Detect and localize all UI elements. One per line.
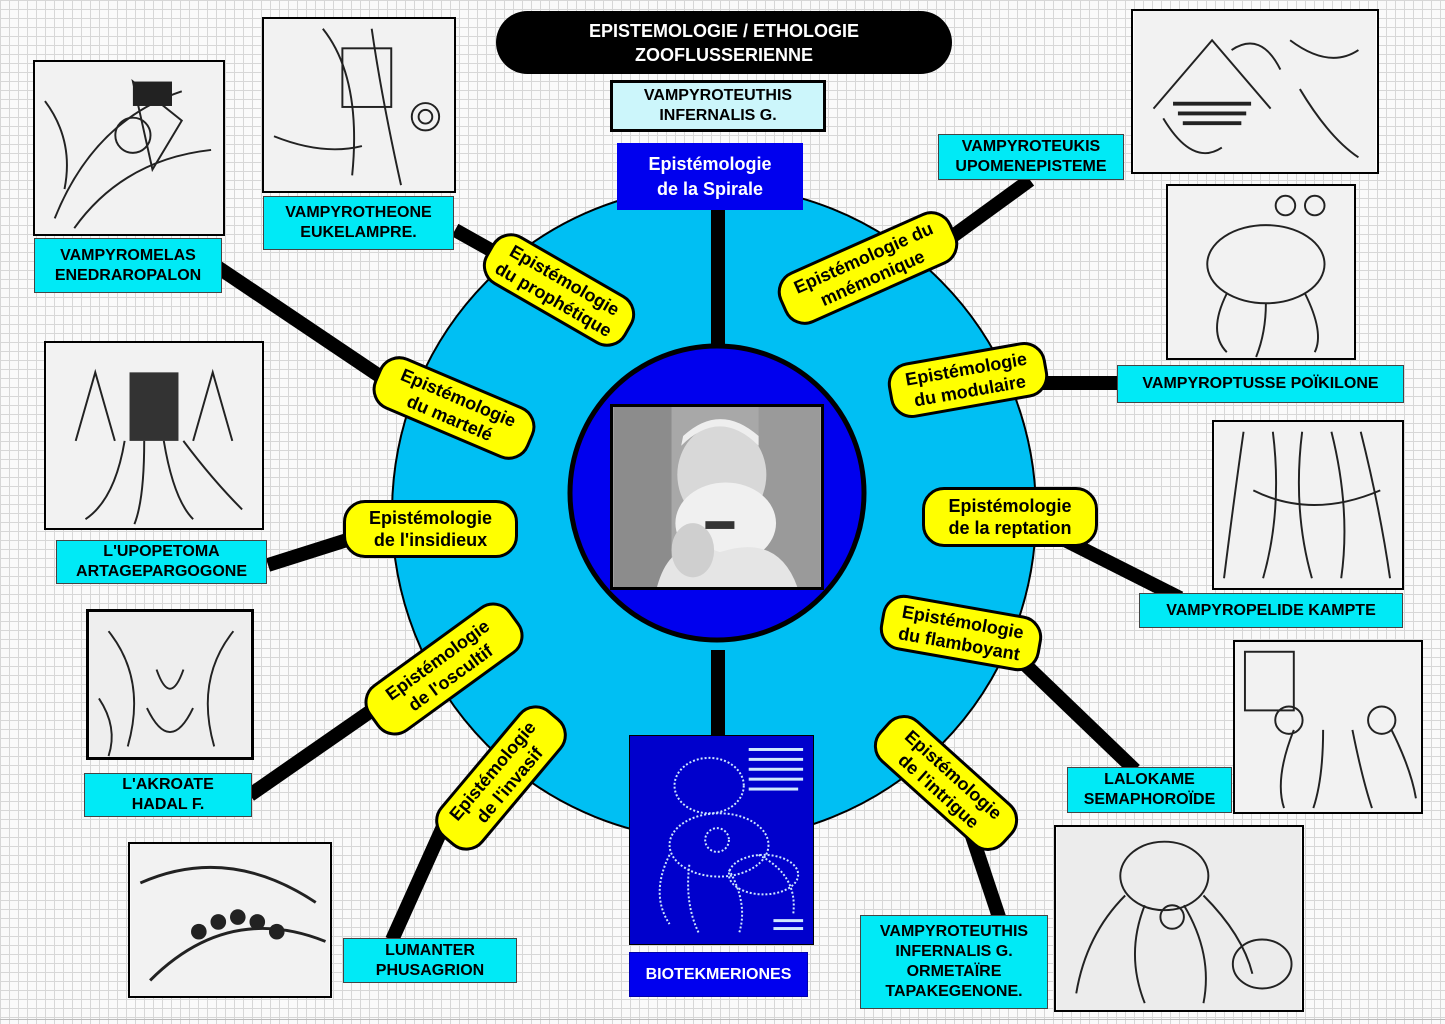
label-vampyromelas: VAMPYROMELAS ENEDRAROPALON	[34, 238, 222, 293]
sketch-drawing-2	[262, 17, 456, 193]
octopus-sketch-icon	[1214, 422, 1402, 588]
node-line: de la Spirale	[656, 178, 764, 199]
octopus-sketch-icon	[1168, 186, 1354, 358]
pill-line: de l'insidieux	[373, 530, 488, 550]
label-lumanter: LUMANTER PHUSAGRION	[343, 938, 517, 983]
label-top-vampyroteuthis: VAMPYROTEUTHIS INFERNALIS G.	[610, 80, 826, 132]
octopus-cover-icon	[630, 736, 813, 944]
title-line2: ZOOFLUSSERIENNE	[634, 44, 813, 65]
sketch-drawing-8	[1212, 420, 1404, 590]
label-line: VAMPYROMELAS	[60, 246, 196, 264]
portrait-photo	[610, 404, 824, 590]
label-line: EUKELAMPRE.	[300, 224, 417, 241]
label-line: L'AKROATE	[122, 776, 214, 793]
title-line1: EPISTEMOLOGIE / ETHOLOGIE	[588, 20, 860, 41]
label-line: LALOKAME	[1104, 771, 1195, 788]
label-line: L'UPOPETOMA	[103, 543, 220, 560]
octopus-sketch-icon	[1235, 642, 1421, 812]
label-line: SEMAPHOROÏDE	[1083, 791, 1216, 808]
node-line: Epistémologie	[648, 153, 772, 174]
label-line: HADAL F.	[131, 796, 205, 813]
pill-reptation: Epistémologie de la reptation	[922, 487, 1098, 547]
octopus-sketch-icon	[35, 62, 223, 234]
sketch-drawing-3	[44, 341, 264, 530]
sketch-drawing-1	[33, 60, 225, 236]
label-line: VAMPYROPELIDE KAMPTE	[1166, 601, 1376, 619]
label-biotekmeriones: BIOTEKMERIONES	[629, 952, 808, 997]
label-line: INFERNALIS G.	[659, 107, 777, 124]
label-line: VAMPYROTEUTHIS	[879, 923, 1029, 940]
sketch-drawing-6	[1131, 9, 1379, 174]
label-line: ARTAGEPARGOGONE	[76, 563, 247, 580]
label-line: INFERNALIS G.	[895, 943, 1013, 960]
label-line: ORMETAÏRE	[906, 963, 1002, 980]
label-line: VAMPYROTHEONE	[285, 204, 432, 221]
pill-line: de la reptation	[948, 518, 1072, 538]
octopus-sketch-icon	[1056, 827, 1302, 1010]
label-line: UPOMENEPISTEME	[955, 158, 1107, 175]
octopus-sketch-icon	[89, 612, 251, 757]
label-line: VAMPYROTEUTHIS	[643, 87, 793, 104]
portrait-image-icon	[613, 407, 821, 587]
label-upomenepisteme: VAMPYROTEUKIS UPOMENEPISTEME	[938, 134, 1124, 180]
label-line: ENEDRAROPALON	[54, 266, 202, 284]
label-line: TAPAKEGENONE.	[885, 983, 1023, 1000]
label-line: PHUSAGRION	[375, 961, 485, 979]
pill-line: Epistémologie	[368, 508, 493, 528]
bottom-scroll-indicator	[0, 1019, 1445, 1020]
label-line: VAMPYROPTUSSE POÏKILONE	[1142, 375, 1379, 392]
label-line: VAMPYROTEUKIS	[961, 138, 1101, 155]
sketch-drawing-5	[128, 842, 332, 998]
pill-line: Epistémologie	[948, 496, 1072, 516]
sketch-drawing-7	[1166, 184, 1356, 360]
octopus-sketch-icon	[264, 19, 454, 191]
page-title: EPISTEMOLOGIE / ETHOLOGIE ZOOFLUSSERIENN…	[496, 11, 952, 74]
octopus-sketch-icon	[46, 343, 262, 528]
label-ormetaire: VAMPYROTEUTHIS INFERNALIS G. ORMETAÏRE T…	[860, 915, 1048, 1009]
pill-insidieux: Epistémologie de l'insidieux	[343, 500, 518, 558]
sketch-drawing-10	[1054, 825, 1304, 1012]
sketch-drawing-4	[86, 609, 254, 760]
book-cover-image	[629, 735, 814, 945]
node-spirale: Epistémologie de la Spirale	[617, 143, 803, 210]
label-akroate: L'AKROATE HADAL F.	[84, 773, 252, 817]
label-line: LUMANTER	[385, 941, 475, 959]
label-upopetoma: L'UPOPETOMA ARTAGEPARGOGONE	[56, 540, 267, 584]
label-vampyrotheone: VAMPYROTHEONE EUKELAMPRE.	[263, 196, 454, 250]
label-kampte: VAMPYROPELIDE KAMPTE	[1139, 593, 1403, 628]
octopus-sketch-icon	[130, 844, 330, 996]
sketch-drawing-9	[1233, 640, 1423, 814]
label-lalokame: LALOKAME SEMAPHOROÏDE	[1067, 767, 1232, 813]
label-line: BIOTEKMERIONES	[645, 965, 792, 983]
octopus-sketch-icon	[1134, 11, 1376, 172]
label-poikilone: VAMPYROPTUSSE POÏKILONE	[1117, 365, 1404, 403]
